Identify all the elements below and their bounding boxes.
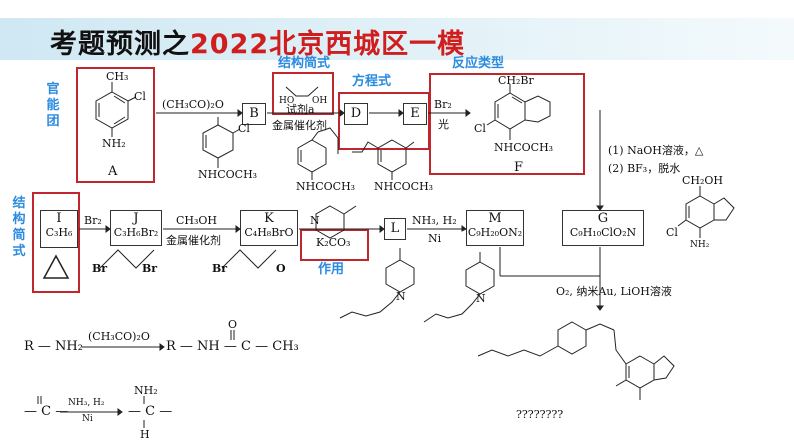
compound-j-formula: C₃H₆Br₂ <box>113 226 159 239</box>
g-nh2: NH₂ <box>690 240 710 250</box>
rule2-product: — C — <box>128 404 173 419</box>
compound-d-box: D <box>344 103 368 125</box>
compound-m-box: M C₉H₂₀ON₂ <box>466 210 524 246</box>
a-ch3: CH₃ <box>106 70 129 83</box>
a-cl: Cl <box>134 90 146 103</box>
a-nh2: NH₂ <box>102 137 126 150</box>
rule2-reagent-bottom: Ni <box>82 414 93 424</box>
rule1-reactant: R — NH₂ <box>24 339 83 354</box>
label-functional-group: 官能团 <box>46 82 60 129</box>
compound-g-box: G C₉H₁₀ClO₂N <box>562 210 644 246</box>
m-n: N <box>476 292 486 305</box>
compound-k-formula: C₄H₈BrO <box>244 226 294 239</box>
compound-j-label: J <box>133 211 139 226</box>
compound-i-formula: C₃H₆ <box>45 226 73 239</box>
reagent-methanol: CH₃OH <box>176 214 218 227</box>
label-effect: 作用 <box>318 262 345 277</box>
reagent-nh3-h2: NH₃, H₂ <box>412 214 457 227</box>
title-bar <box>0 18 794 60</box>
reagent-light: 光 <box>438 118 449 131</box>
l-n: N <box>396 290 406 303</box>
product-unknown-label: ???????? <box>516 408 564 421</box>
compound-l-box: L <box>384 218 406 240</box>
piperidone-hn: N <box>310 214 320 227</box>
reagent-br2-ij: Br₂ <box>84 214 102 227</box>
highlight-compound-f <box>429 73 585 175</box>
catalyst-top: 金属催化剂 <box>272 119 327 132</box>
reagent-oxidation: O₂, 纳米Au, LiOH溶液 <box>556 285 672 298</box>
title-accent: 2022北京西城区一模 <box>190 29 466 60</box>
catalyst-row2: 金属催化剂 <box>166 234 221 247</box>
e-nhcoch3: NHCOCH₃ <box>374 180 434 193</box>
label-equation: 方程式 <box>352 74 392 89</box>
rule2-reactant: — C — <box>24 404 69 419</box>
highlight-compound-i <box>32 192 80 293</box>
label-structural-formula-left: 结构简式 <box>12 196 26 259</box>
reagent-acetic-anhydride: (CH₃CO)₂O <box>162 98 224 111</box>
highlight-compound-a <box>76 67 155 183</box>
compound-i-label: I <box>56 211 62 226</box>
compound-k-box: K C₄H₈BrO <box>240 210 298 246</box>
compound-g-formula: C₉H₁₀ClO₂N <box>569 226 637 239</box>
compound-k-label: K <box>264 211 274 226</box>
reagent-naoh: (1) NaOH溶液，△ <box>608 144 704 157</box>
rule2-reagent-top: NH₃, H₂ <box>68 398 105 408</box>
j-br-right: Br <box>142 262 158 275</box>
reagent-a-label: 试剂a <box>286 103 315 116</box>
compound-m-formula: C₉H₂₀ON₂ <box>467 226 523 239</box>
reagent-a-oh: OH <box>312 96 328 106</box>
g-cl: Cl <box>666 226 678 239</box>
highlight-k2co3 <box>300 229 369 261</box>
label-structural-formula-top: 结构简式 <box>278 56 331 71</box>
reagent-br2: Br₂ <box>434 98 452 111</box>
compound-i-box: I C₃H₆ <box>40 210 78 248</box>
reagent-a-ho: HO <box>279 96 295 106</box>
b-cl: Cl <box>238 122 250 135</box>
rule1-product: R — NH — C — CH₃ <box>166 339 299 354</box>
reagent-k2co3: K₂CO₃ <box>316 236 351 249</box>
compound-a-ring <box>95 91 129 129</box>
compound-g-label: G <box>597 211 609 226</box>
reagent-bf3: (2) BF₃，脱水 <box>608 162 681 175</box>
b-nhcoch3: NHCOCH₃ <box>198 168 258 181</box>
compound-b-box: B <box>242 103 266 125</box>
reagent-ni: Ni <box>428 232 442 245</box>
compound-m-label: M <box>488 211 502 226</box>
compound-f-label: F <box>514 160 524 175</box>
k-br: Br <box>212 262 228 275</box>
j-br-left: Br <box>92 262 108 275</box>
page-title: 考题预测之2022北京西城区一模 <box>50 22 465 61</box>
rule2-nh2: NH₂ <box>134 384 158 397</box>
f-nhcoch3: NHCOCH₃ <box>494 141 554 154</box>
f-cl: Cl <box>474 122 486 135</box>
label-reaction-type: 反应类型 <box>452 56 505 71</box>
highlight-reagent-a <box>272 72 334 115</box>
rule1-reagent: (CH₃CO)₂O <box>88 330 150 343</box>
d-nhcoch3: NHCOCH₃ <box>296 180 356 193</box>
k-o: O <box>276 262 286 275</box>
rule2-h: H <box>140 428 150 441</box>
rule1-carbonyl-o: O <box>228 318 238 331</box>
g-ch2oh: CH₂OH <box>682 174 724 187</box>
title-prefix: 考题预测之 <box>50 29 190 60</box>
compound-j-box: J C₃H₆Br₂ <box>110 210 162 246</box>
compound-a-label: A <box>108 164 118 179</box>
f-ch2br: CH₂Br <box>498 74 534 87</box>
compound-e-box: E <box>403 103 427 125</box>
